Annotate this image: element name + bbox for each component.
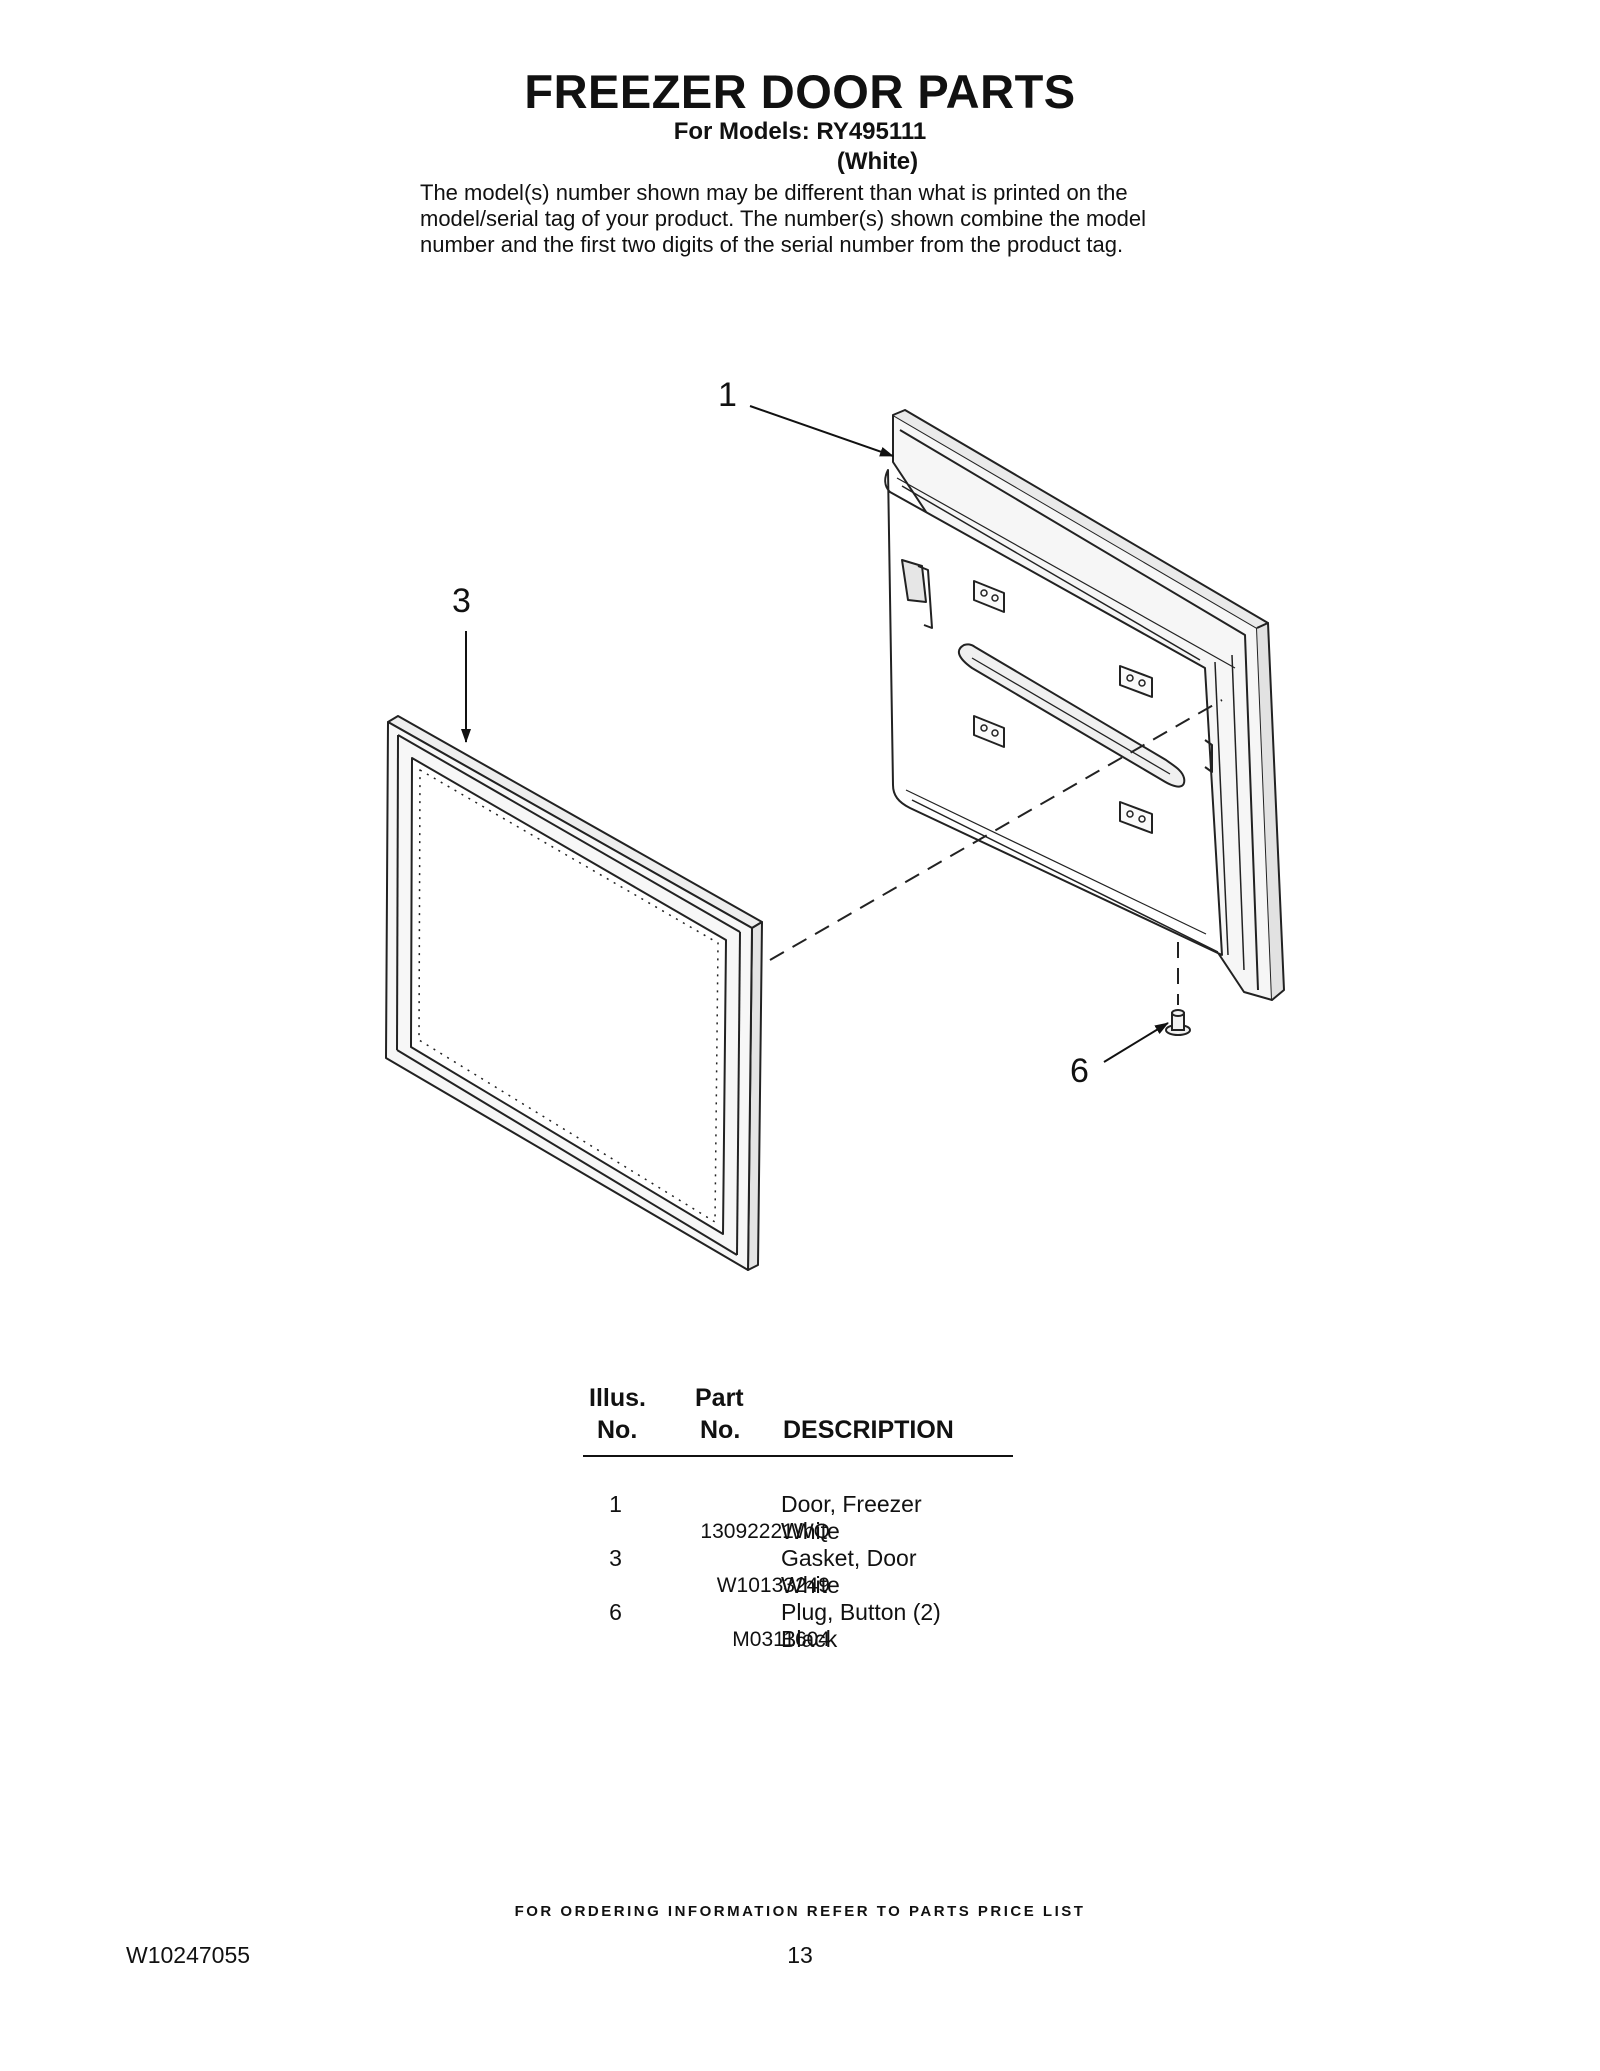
table-header: Illus. No. Part No. DESCRIPTION [583,1383,1013,1451]
part-no: 13092221WQ [700,1520,830,1543]
document-number: W10247055 [126,1942,251,1968]
description: Door, Freezer [781,1491,922,1517]
notice-line: The model(s) number shown may be differe… [420,180,1128,205]
callout-3: 3 [452,582,471,620]
part-no: M0311604 [732,1628,830,1651]
header-illus: Illus. [589,1384,646,1412]
table-row: M0311604 Black [583,1626,1013,1653]
model-notice: The model(s) number shown may be differe… [420,180,1260,258]
page-number: 13 [787,1942,813,1968]
description: Plug, Button (2) [781,1599,941,1625]
models-line: For Models: RY495111 [673,118,927,145]
callout-1: 1 [718,376,737,414]
page-title: FREEZER DOOR PARTS [524,65,1076,118]
model-info: For Models: RY495111 (White) [0,118,1600,176]
header-rule [583,1455,1013,1457]
table-row: W10133249 White [583,1572,1013,1599]
description: White [781,1518,840,1544]
table-rows: 1 Door, Freezer 13092221WQ White 3 Gaske… [583,1491,1013,1653]
table-row: 13092221WQ White [583,1518,1013,1545]
description: Gasket, Door [781,1545,917,1571]
assembly-alignment-lines [769,699,1223,1005]
description: Black [781,1626,838,1652]
header-illus-no: No. [597,1416,638,1444]
ordering-note: FOR ORDERING INFORMATION REFER TO PARTS … [514,1903,1086,1920]
part-no: W10133249 [716,1574,830,1597]
notice-line: model/serial tag of your product. The nu… [420,206,1146,231]
table-row: 6 Plug, Button (2) [583,1599,1013,1626]
model-variant: (White) [836,148,919,175]
header-description: DESCRIPTION [783,1416,954,1444]
table-row: 3 Gasket, Door [583,1545,1013,1572]
door-gasket-illustration [385,715,763,1271]
illus-no: 1 [609,1491,622,1517]
illus-no: 3 [609,1545,622,1571]
description: White [781,1572,840,1598]
parts-table: Illus. No. Part No. DESCRIPTION 1 Door, … [583,1383,1013,1652]
header-part: Part [695,1384,744,1412]
freezer-door-illustration [884,409,1285,1001]
table-row: 1 Door, Freezer [583,1491,1013,1518]
header-part-no: No. [700,1416,741,1444]
callout-leaders [461,405,1169,1063]
illus-no: 6 [609,1599,622,1625]
notice-line: number and the first two digits of the s… [420,232,1124,257]
button-plug-illustration [1165,1009,1191,1036]
callout-6: 6 [1070,1052,1089,1090]
